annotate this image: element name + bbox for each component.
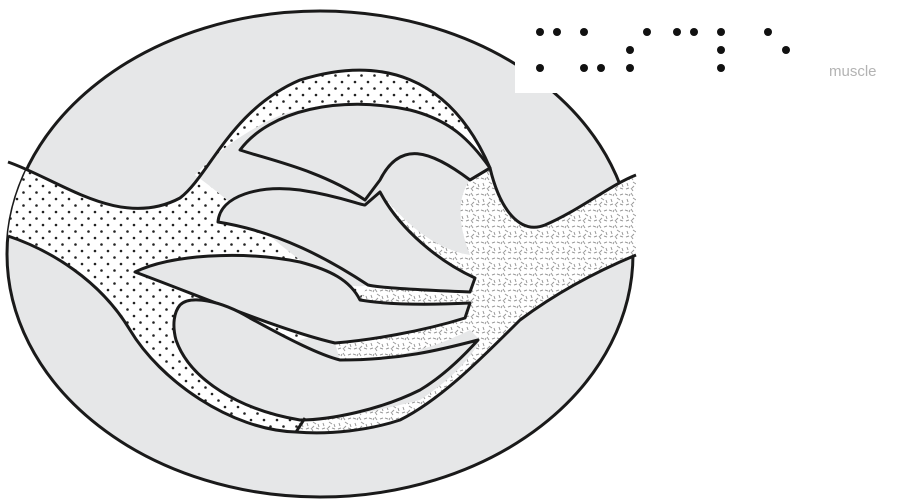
muscle-label: muscle (829, 63, 877, 80)
